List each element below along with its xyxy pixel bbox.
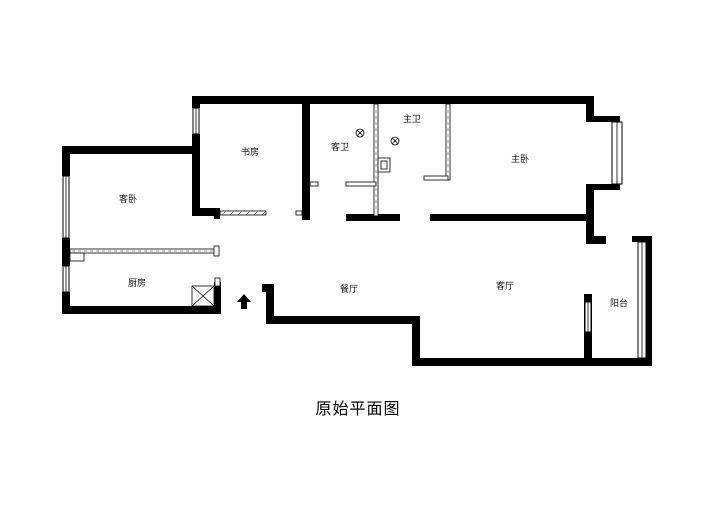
entrance-arrow-icon: [237, 294, 251, 309]
sink-fixture: [377, 157, 391, 173]
partition-hatching: [72, 110, 449, 252]
partition-walls: [69, 103, 451, 254]
room-label-kitchen: 厨房: [128, 277, 146, 289]
room-label-master-bedroom: 主卧: [511, 153, 529, 165]
room-label-guest-bedroom: 客卧: [119, 193, 137, 205]
room-label-guest-bath: 客卫: [331, 141, 349, 153]
room-label-dining: 餐厅: [340, 283, 358, 295]
room-label-study: 书房: [241, 146, 259, 158]
room-label-balcony: 阳台: [610, 297, 628, 309]
plan-title: 原始平面图: [315, 399, 401, 418]
window-inner-lines: [65, 108, 643, 358]
room-label-living: 客厅: [496, 280, 514, 292]
wall-stubs: [213, 245, 221, 287]
light-fixture-icon: [355, 128, 400, 146]
kitchen-fixture: [69, 252, 85, 262]
flue-shaft: [191, 285, 215, 307]
room-label-master-bath: 主卫: [403, 113, 421, 125]
exterior-walls: [62, 96, 652, 366]
